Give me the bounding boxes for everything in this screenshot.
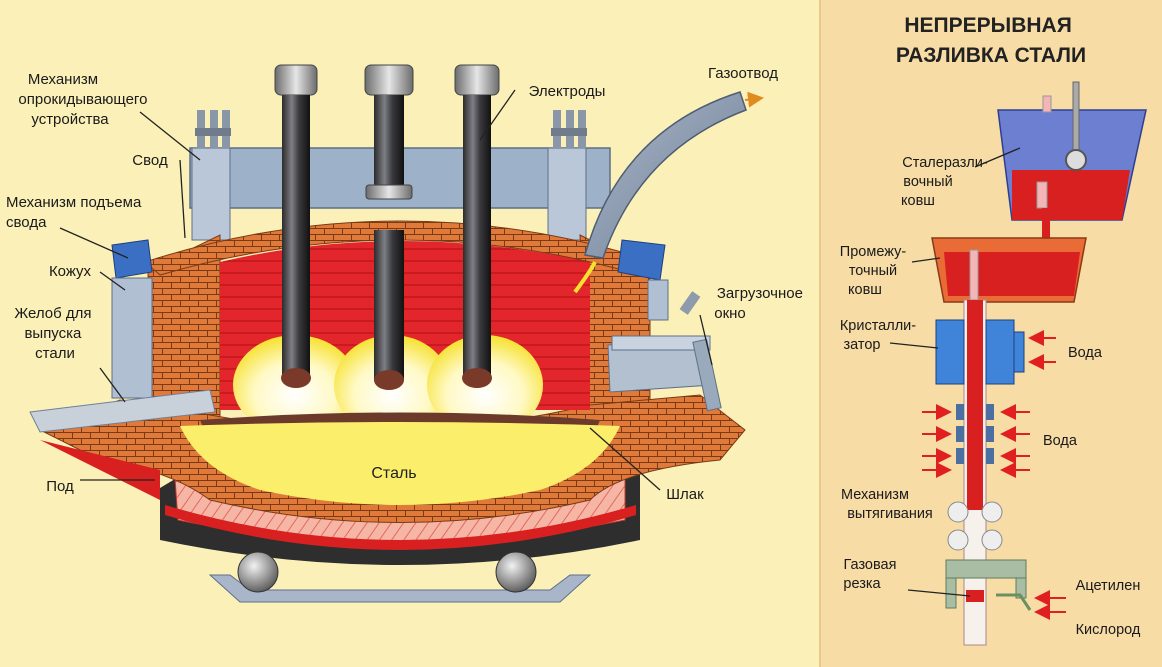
withdrawal-label: Механизм вытягивания	[841, 487, 933, 522]
hearth-label: Под	[46, 478, 74, 495]
water-label-mould: Вода	[1068, 345, 1103, 361]
spray-rollers	[956, 404, 994, 464]
mould-label: Кристалли- затор	[840, 318, 920, 353]
strand-molten-core	[967, 300, 983, 510]
left-roof-lift-columns	[191, 110, 231, 241]
gas-outlet-arrow	[744, 91, 764, 108]
shell-frame-left	[111, 277, 153, 399]
tap-spout	[29, 389, 216, 433]
electrode-right	[454, 64, 500, 388]
tilt-mechanism-label: Механизм опрокидывающего устройства	[18, 71, 151, 128]
gas-cutter	[945, 559, 1032, 611]
cradle-wheel-right	[495, 551, 537, 593]
casting-title: НЕПРЕРЫВНАЯ РАЗЛИВКА СТАЛИ	[896, 14, 1086, 67]
water-arrows-spray	[922, 404, 1030, 478]
ladle-label: Сталеразли- вочный ковш	[901, 155, 992, 209]
gas-outlet-flame	[573, 261, 597, 294]
slag-label: Шлак	[666, 486, 704, 503]
steel-label: Сталь	[371, 465, 416, 482]
furnace: Сталь	[29, 64, 764, 603]
continuous-casting-machine	[931, 81, 1147, 646]
shell-label: Кожух	[49, 263, 92, 280]
electrode-middle	[364, 64, 414, 390]
tap-spout-label: Желоб для выпуска стали	[14, 305, 95, 362]
gas-cutting-label: Газовая резка	[843, 557, 900, 592]
roof-label: Свод	[132, 152, 168, 169]
tundish	[931, 237, 1087, 319]
hearth-red-edge	[40, 440, 160, 500]
roof-ring-left	[111, 239, 153, 279]
electrode-left	[274, 64, 318, 388]
cradle-wheel-left	[237, 551, 279, 593]
gas-outlet-pipe	[584, 91, 747, 259]
water-arrows-mould	[1028, 330, 1056, 370]
charging-door-label: Загрузочное окно	[714, 285, 807, 322]
ladle-stream	[1042, 208, 1050, 245]
roof-lift-label: Механизм подъема свода	[6, 194, 145, 231]
water-label-spray: Вода	[1043, 433, 1078, 449]
tundish-label: Промежу- точный ковш	[840, 244, 910, 298]
steel-ladle	[997, 81, 1147, 221]
hearth-red-lining	[165, 505, 636, 550]
right-roof-lift-columns	[547, 110, 587, 241]
withdrawal-rolls	[947, 501, 1003, 551]
oxygen-label: Кислород	[1076, 622, 1141, 638]
gas-outlet-label: Газоотвод	[708, 65, 778, 82]
charging-door	[607, 291, 722, 412]
shell-frame-right	[647, 279, 669, 321]
electrodes-group	[274, 64, 500, 390]
electrodes-label: Электроды	[529, 83, 606, 100]
acetylene-label: Ацетилен	[1076, 578, 1141, 594]
steel-pool	[180, 422, 620, 505]
mould	[935, 319, 1025, 385]
gas-arrows	[1034, 590, 1066, 620]
casting-leader-lines	[889, 147, 1021, 597]
furnace-leader-lines	[59, 89, 713, 491]
tilting-cradle	[208, 551, 592, 603]
